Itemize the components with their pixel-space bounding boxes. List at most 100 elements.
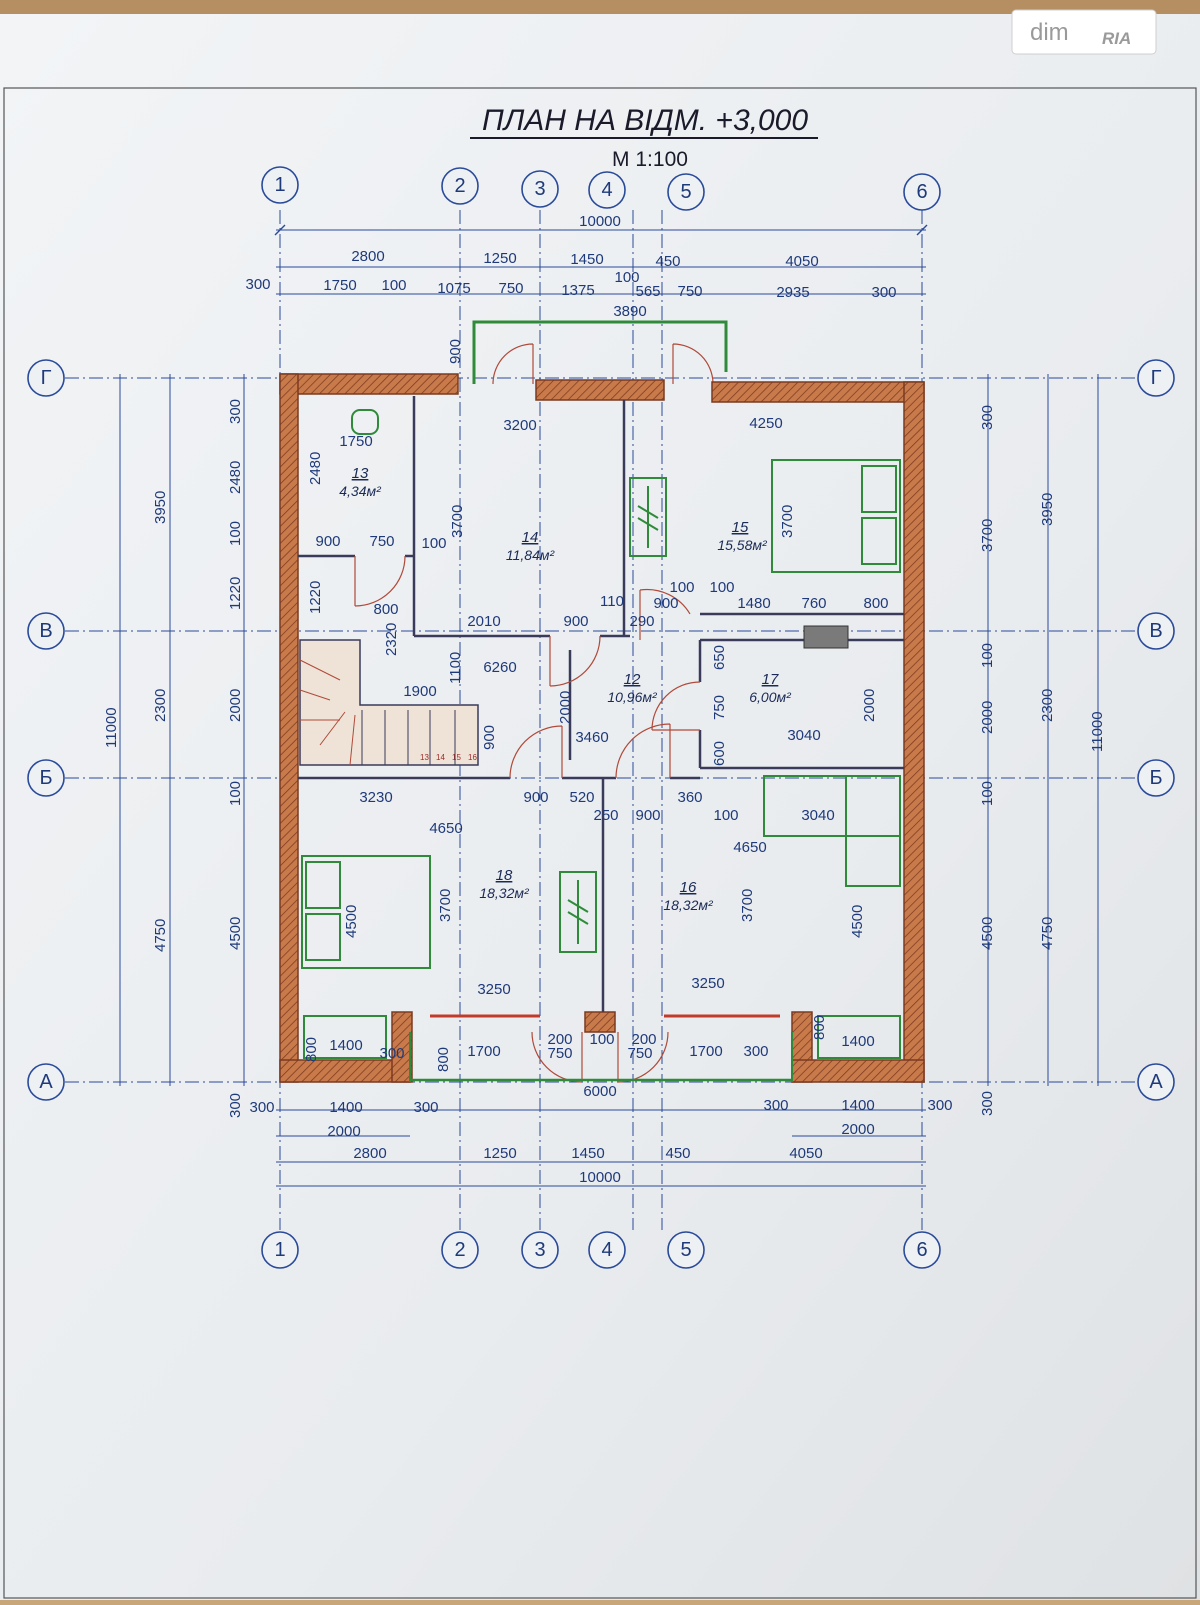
- svg-text:6000: 6000: [583, 1083, 616, 1100]
- left-dimensions: 11000 3950 2300 4750 300 2480 100 1220 2…: [103, 374, 245, 1118]
- svg-text:3700: 3700: [449, 505, 466, 538]
- svg-text:4500: 4500: [849, 905, 866, 938]
- svg-text:1450: 1450: [570, 251, 603, 268]
- svg-text:2000: 2000: [557, 691, 574, 724]
- svg-text:100: 100: [669, 579, 694, 596]
- axis-4-top: 4: [601, 179, 612, 201]
- svg-text:300: 300: [227, 1093, 244, 1118]
- svg-text:3700: 3700: [779, 505, 796, 538]
- axis-6-bottom: 6: [916, 1239, 927, 1261]
- svg-text:800: 800: [435, 1047, 452, 1072]
- svg-text:3040: 3040: [787, 727, 820, 744]
- svg-text:3230: 3230: [359, 789, 392, 806]
- svg-text:4750: 4750: [152, 919, 169, 952]
- svg-text:100: 100: [421, 535, 446, 552]
- axis-v-right: В: [1149, 620, 1162, 642]
- svg-text:300: 300: [743, 1043, 768, 1060]
- bottom-dimensions: 6000 300 1400 300 2000 300 1400 300 2000…: [249, 1083, 953, 1187]
- svg-text:900: 900: [635, 807, 660, 824]
- svg-text:300: 300: [979, 1091, 996, 1116]
- svg-text:1450: 1450: [571, 1145, 604, 1162]
- svg-text:800: 800: [373, 601, 398, 618]
- svg-text:2000: 2000: [979, 701, 996, 734]
- svg-text:6260: 6260: [483, 659, 516, 676]
- svg-text:300: 300: [927, 1097, 952, 1114]
- svg-text:3700: 3700: [739, 889, 756, 922]
- svg-text:4750: 4750: [1039, 917, 1056, 950]
- svg-text:3250: 3250: [477, 981, 510, 998]
- axis-5-bottom: 5: [680, 1239, 691, 1261]
- svg-text:4500: 4500: [979, 917, 996, 950]
- svg-text:1400: 1400: [329, 1099, 362, 1116]
- svg-text:290: 290: [629, 613, 654, 630]
- room-16-area: 18,32м²: [663, 897, 714, 913]
- axis-3-top: 3: [534, 178, 545, 200]
- svg-text:1400: 1400: [841, 1033, 874, 1050]
- svg-text:14: 14: [436, 753, 445, 762]
- staircase: 13 14 15 16: [299, 639, 479, 766]
- svg-text:1250: 1250: [483, 250, 516, 267]
- top-dimensions: 10000 2800 1250 1450 450 4050 100 300 17…: [245, 213, 928, 364]
- svg-text:2800: 2800: [353, 1145, 386, 1162]
- axis-b-left: Б: [39, 767, 52, 789]
- svg-text:4050: 4050: [789, 1145, 822, 1162]
- svg-text:200: 200: [547, 1031, 572, 1048]
- svg-text:2320: 2320: [383, 623, 400, 656]
- svg-text:300: 300: [249, 1099, 274, 1116]
- svg-text:1100: 1100: [447, 652, 464, 684]
- svg-text:1700: 1700: [689, 1043, 722, 1060]
- svg-text:2480: 2480: [307, 452, 324, 485]
- svg-text:100: 100: [614, 269, 639, 286]
- svg-text:300: 300: [227, 399, 244, 424]
- svg-text:800: 800: [811, 1015, 828, 1040]
- interior-dimensions: 1750 2480 900 750 100 800 1220 2320 3200…: [303, 415, 889, 1072]
- svg-text:200: 200: [631, 1031, 656, 1048]
- axis-v-left: В: [39, 620, 52, 642]
- svg-text:760: 760: [801, 595, 826, 612]
- svg-text:100: 100: [979, 781, 996, 806]
- svg-text:1250: 1250: [483, 1145, 516, 1162]
- svg-text:1075: 1075: [437, 280, 470, 297]
- svg-text:100: 100: [709, 579, 734, 596]
- room-13-number: 13: [352, 465, 369, 482]
- svg-text:1750: 1750: [323, 277, 356, 294]
- svg-text:565: 565: [635, 283, 660, 300]
- svg-text:520: 520: [569, 789, 594, 806]
- axis-g-right: Г: [1151, 367, 1162, 389]
- svg-text:100: 100: [713, 807, 738, 824]
- svg-text:750: 750: [711, 695, 728, 720]
- axis-1-bottom: 1: [274, 1239, 285, 1261]
- right-dimensions: 300 3700 100 2000 100 4500 300 3950 2300…: [979, 374, 1106, 1116]
- drawing-frame: [3, 87, 1197, 1599]
- svg-text:1220: 1220: [307, 581, 324, 614]
- svg-text:100: 100: [227, 521, 244, 546]
- axis-g-left: Г: [41, 367, 52, 389]
- svg-text:2010: 2010: [467, 613, 500, 630]
- svg-text:13: 13: [420, 753, 429, 762]
- inner-walls: [298, 396, 904, 1012]
- axis-4-bottom: 4: [601, 1239, 612, 1261]
- svg-text:1400: 1400: [329, 1037, 362, 1054]
- svg-text:3890: 3890: [613, 303, 646, 320]
- svg-text:3700: 3700: [979, 519, 996, 552]
- svg-text:3200: 3200: [503, 417, 536, 434]
- room-15-number: 15: [732, 519, 749, 536]
- svg-text:750: 750: [498, 280, 523, 297]
- watermark-dim: dim: [1030, 19, 1069, 46]
- svg-text:100: 100: [589, 1031, 614, 1048]
- svg-text:750: 750: [369, 533, 394, 550]
- axis-bubbles-bottom: 1 2 3 4 5 6: [261, 1231, 941, 1269]
- room-12-area: 10,96м²: [607, 689, 658, 705]
- room-14-area: 11,84м²: [506, 547, 556, 563]
- svg-text:450: 450: [665, 1145, 690, 1162]
- boiler-icon: [803, 625, 849, 649]
- paper: [0, 14, 1200, 1600]
- outer-walls: [279, 373, 925, 1083]
- axis-a-right: А: [1149, 1071, 1163, 1093]
- svg-text:3950: 3950: [152, 491, 169, 524]
- svg-text:1400: 1400: [841, 1097, 874, 1114]
- svg-text:10000: 10000: [579, 1169, 621, 1186]
- balcony: [472, 320, 728, 385]
- svg-text:800: 800: [303, 1037, 320, 1062]
